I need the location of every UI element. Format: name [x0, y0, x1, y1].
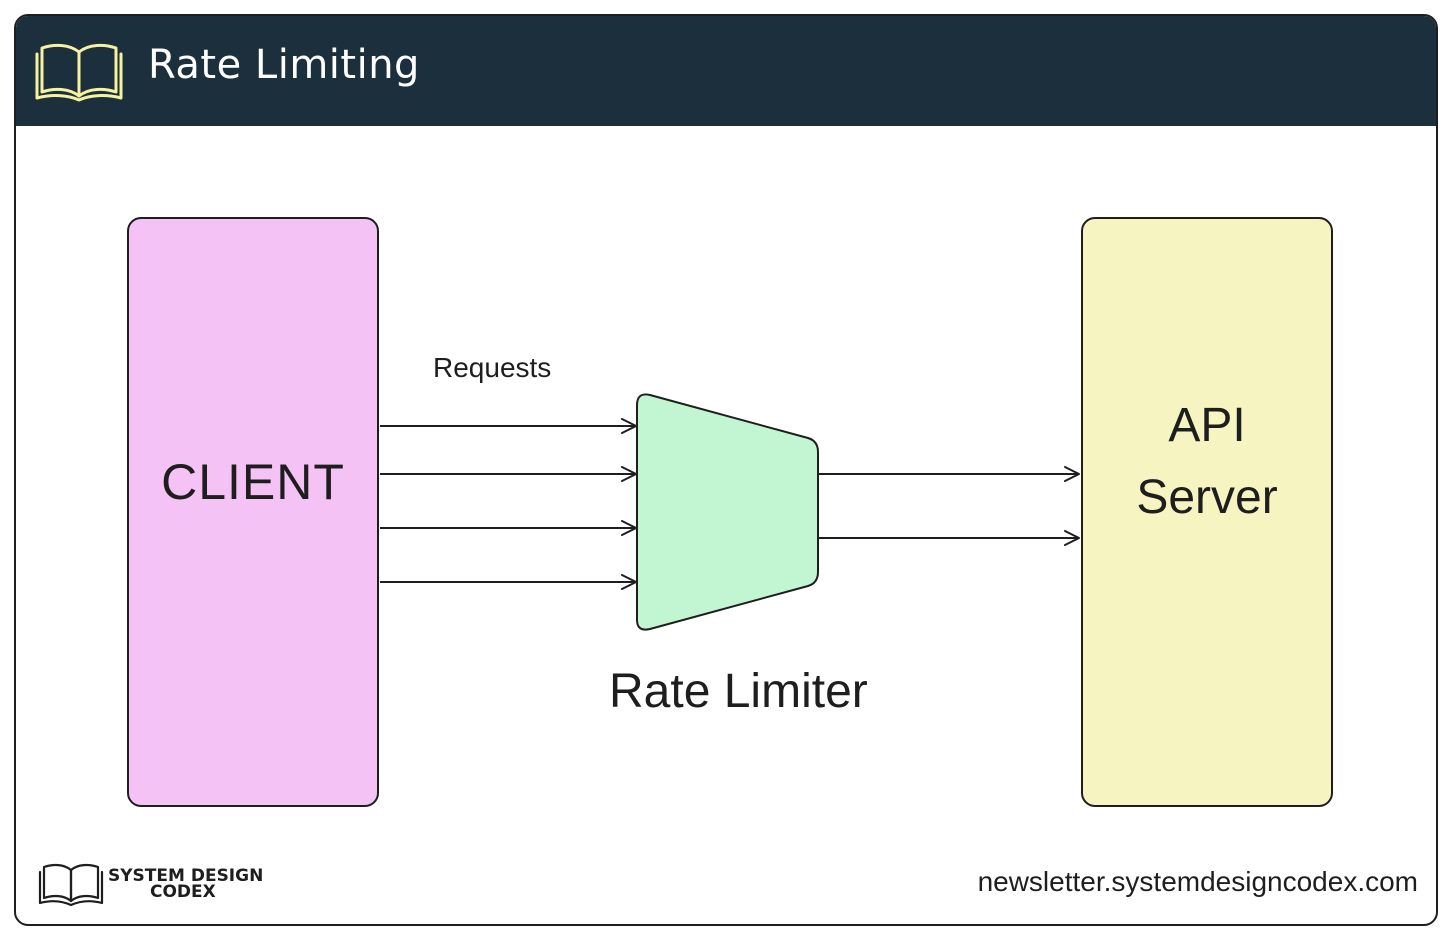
- brand-name: SYSTEM DESIGN: [108, 866, 264, 886]
- rate-limiter-label: Rate Limiter: [609, 665, 868, 718]
- brand-name-sub: CODEX: [150, 882, 216, 902]
- api-server-box: API Server: [1081, 217, 1333, 807]
- page-title: Rate Limiting: [148, 42, 420, 88]
- requests-label: Requests: [433, 352, 552, 383]
- header-bar: Rate Limiting: [16, 16, 1436, 126]
- rate-limiter-shape: [636, 393, 819, 631]
- open-book-icon: [38, 863, 104, 906]
- client-label: CLIENT: [161, 454, 345, 510]
- website-link[interactable]: newsletter.systemdesigncodex.com: [977, 866, 1418, 897]
- brand-logo: SYSTEM DESIGN CODEX: [38, 858, 278, 908]
- open-book-icon: [35, 43, 123, 102]
- client-box: CLIENT: [127, 217, 379, 807]
- api-server-label: API Server: [1136, 399, 1278, 524]
